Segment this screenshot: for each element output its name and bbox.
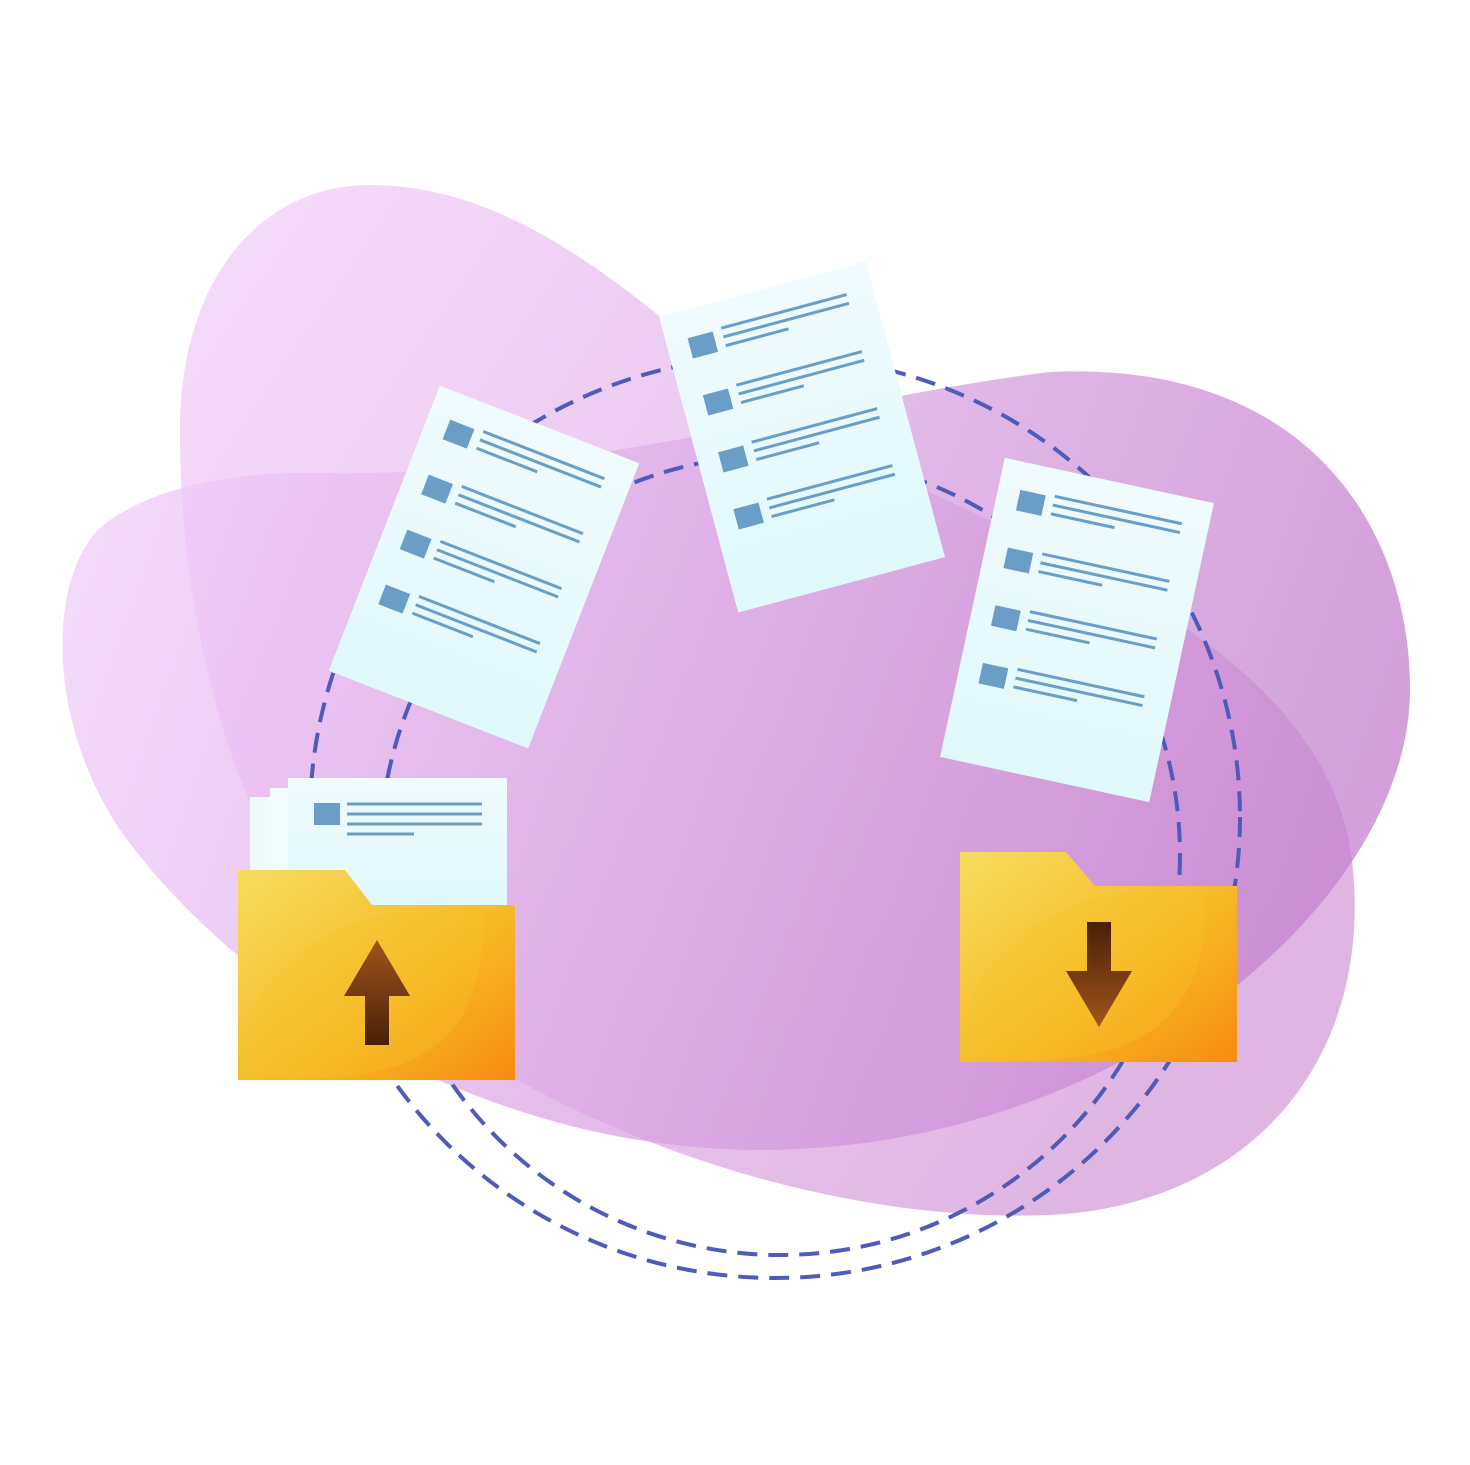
download-folder-icon (960, 852, 1237, 1062)
arrow-down-icon (1066, 922, 1132, 1027)
arrow-up-icon (344, 940, 410, 1045)
upload-folder-icon (238, 778, 515, 1080)
